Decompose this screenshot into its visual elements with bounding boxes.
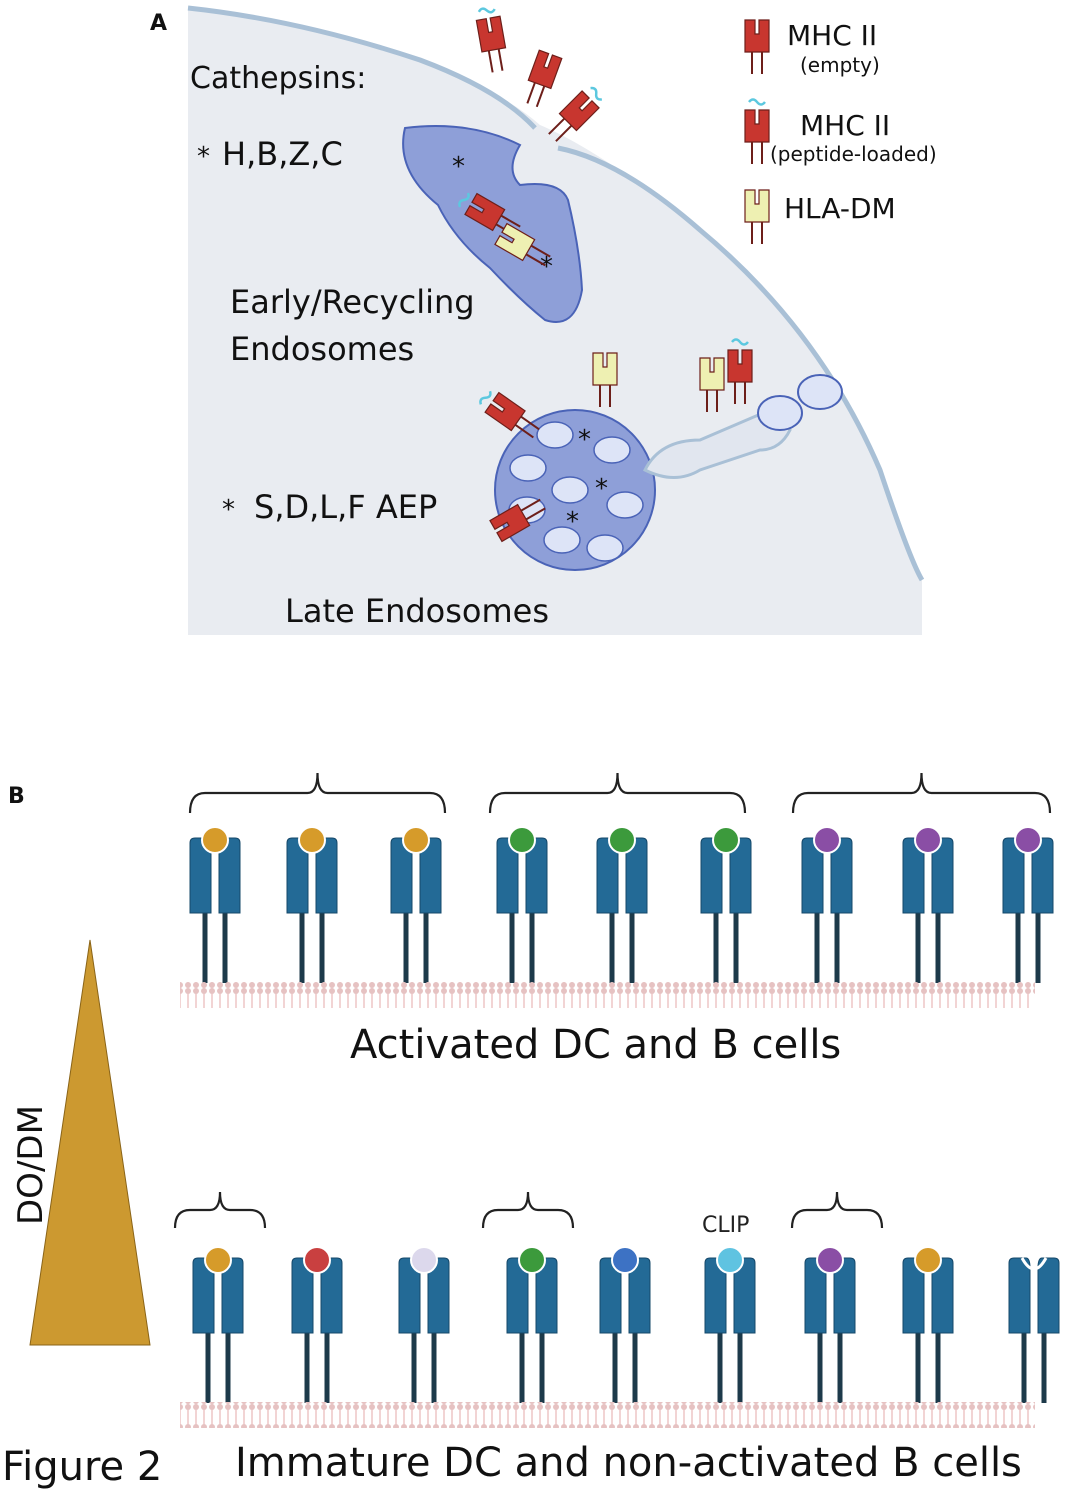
immature-bracket-1 bbox=[173, 1191, 267, 1229]
tubule-hla-dm bbox=[699, 357, 725, 412]
immature-mhc-3 bbox=[398, 1246, 450, 1403]
surface-mhc-loaded-2 bbox=[548, 86, 603, 142]
surface-mhc-empty-1 bbox=[526, 49, 563, 108]
activated-mhc-1-peptide bbox=[201, 826, 229, 854]
late-endosome-vesicles bbox=[508, 421, 644, 562]
immature-mhc-3-peptide bbox=[410, 1246, 438, 1274]
legend-mhc-loaded-name: MHC II bbox=[800, 109, 890, 142]
legend-mhc-empty-name: MHC II bbox=[787, 19, 877, 52]
activated-mhc-8-peptide bbox=[914, 826, 942, 854]
immature-mhc-1-peptide bbox=[204, 1246, 232, 1274]
immature-mhc-2 bbox=[291, 1246, 343, 1403]
activated-receptor-row bbox=[189, 826, 1054, 983]
late-endosome-label: Late Endosomes bbox=[285, 592, 549, 630]
tubule-mhc-loaded bbox=[727, 338, 753, 404]
activated-mhc-1 bbox=[189, 826, 241, 983]
early-star: * bbox=[197, 142, 210, 172]
do-dm-gradient-triangle bbox=[29, 939, 151, 1346]
immature-mhc-4 bbox=[506, 1246, 558, 1403]
activated-mhc-2 bbox=[286, 826, 338, 983]
legend-hla-dm-icon bbox=[744, 189, 770, 244]
panel-a-label: A bbox=[150, 11, 167, 36]
immature-mhc-7 bbox=[804, 1246, 856, 1403]
early-endosome-label-line1: Early/Recycling bbox=[230, 283, 475, 321]
legend-hla-dm-glyph bbox=[744, 189, 770, 244]
immature-mhc-1 bbox=[192, 1246, 244, 1403]
immature-mhc-8-peptide bbox=[914, 1246, 942, 1274]
immature-cell-membrane bbox=[180, 1402, 1035, 1428]
activated-mhc-6-peptide bbox=[712, 826, 740, 854]
late-endosome-hla-dm bbox=[592, 352, 618, 407]
late-endosome-star-2: * bbox=[595, 474, 608, 504]
activated-mhc-3-peptide bbox=[402, 826, 430, 854]
legend-hla-dm-name: HLA-DM bbox=[784, 192, 896, 225]
late-endosome-star-3: * bbox=[566, 507, 579, 537]
figure-label: Figure 2 bbox=[2, 1444, 162, 1490]
legend-mhc-empty-note: (empty) bbox=[800, 53, 880, 77]
activated-mhc-4 bbox=[496, 826, 548, 983]
legend-mhc-loaded-glyph bbox=[744, 98, 770, 164]
legend-mhc-loaded-note: (peptide-loaded) bbox=[770, 142, 937, 166]
immature-receptor-row bbox=[192, 1246, 1060, 1403]
immature-mhc-7-peptide bbox=[816, 1246, 844, 1274]
immature-mhc-6 bbox=[704, 1246, 756, 1403]
cathepsins-title: Cathepsins: bbox=[190, 61, 366, 96]
recycling-vesicle-2 bbox=[797, 374, 843, 410]
activated-mhc-4-peptide bbox=[508, 826, 536, 854]
do-dm-gradient-label: DO/DM bbox=[11, 1105, 51, 1225]
recycling-vesicle-1 bbox=[757, 395, 803, 431]
legend: MHC II (empty) MHC II (peptide-loaded) H… bbox=[744, 19, 937, 244]
late-star: * bbox=[222, 495, 235, 525]
activated-mhc-9-peptide bbox=[1014, 826, 1042, 854]
legend-mhc-empty-glyph bbox=[744, 19, 770, 74]
immature-mhc-8 bbox=[902, 1246, 954, 1403]
activated-mhc-7 bbox=[801, 826, 853, 983]
activated-mhc-7-peptide bbox=[813, 826, 841, 854]
early-endosome-label-line2: Endosomes bbox=[230, 330, 414, 368]
legend-mhc-empty-icon bbox=[744, 19, 770, 74]
legend-mhc-loaded-icon bbox=[744, 98, 770, 164]
late-endosome-mhc-loaded bbox=[479, 390, 540, 439]
cell-membrane bbox=[187, 5, 537, 130]
panel-b-label: B bbox=[8, 784, 25, 809]
activated-mhc-3 bbox=[390, 826, 442, 983]
activated-mhc-2-peptide bbox=[298, 826, 326, 854]
panel-a: A Cathepsins: * H,B,Z,C * * Early/Recycl… bbox=[150, 5, 937, 635]
activated-mhc-8 bbox=[902, 826, 954, 983]
recycling-tubule bbox=[642, 407, 792, 479]
activated-brackets bbox=[188, 772, 1052, 814]
late-cathepsins: S,D,L,F AEP bbox=[254, 488, 437, 526]
immature-mhc-9 bbox=[1008, 1257, 1060, 1403]
immature-mhc-4-peptide bbox=[518, 1246, 546, 1274]
activated-mhc-6 bbox=[700, 826, 752, 983]
early-cathepsins: H,B,Z,C bbox=[222, 135, 343, 173]
panel-b: B DO/DM Activated DC and B cells CLIP Im… bbox=[2, 772, 1060, 1490]
early-endosome-star-1: * bbox=[452, 152, 465, 182]
activated-mhc-9 bbox=[1002, 826, 1054, 983]
early-endosome-star-2: * bbox=[540, 252, 553, 282]
immature-label: Immature DC and non-activated B cells bbox=[235, 1440, 1022, 1486]
immature-mhc-2-peptide bbox=[303, 1246, 331, 1274]
early-endosome-hla-dm bbox=[494, 222, 551, 267]
activated-label: Activated DC and B cells bbox=[350, 1022, 841, 1068]
immature-mhc-5-peptide bbox=[611, 1246, 639, 1274]
activated-bracket-1 bbox=[188, 772, 447, 814]
cell-membrane-lower bbox=[557, 145, 925, 582]
immature-mhc-5 bbox=[599, 1246, 651, 1403]
immature-bracket-2 bbox=[481, 1191, 575, 1229]
late-endosome-mhc-empty bbox=[489, 498, 546, 543]
late-endosome-star-1: * bbox=[578, 425, 591, 455]
clip-label: CLIP bbox=[702, 1213, 749, 1238]
activated-mhc-5-peptide bbox=[608, 826, 636, 854]
activated-bracket-3 bbox=[791, 772, 1052, 814]
activated-bracket-2 bbox=[488, 772, 747, 814]
panel-a-molecules bbox=[458, 7, 753, 543]
immature-mhc-6-peptide bbox=[716, 1246, 744, 1274]
immature-bracket-3 bbox=[790, 1191, 884, 1229]
surface-mhc-loaded-1 bbox=[475, 7, 507, 73]
activated-cell-membrane bbox=[180, 982, 1035, 1008]
immature-brackets bbox=[173, 1191, 884, 1229]
activated-mhc-5 bbox=[596, 826, 648, 983]
